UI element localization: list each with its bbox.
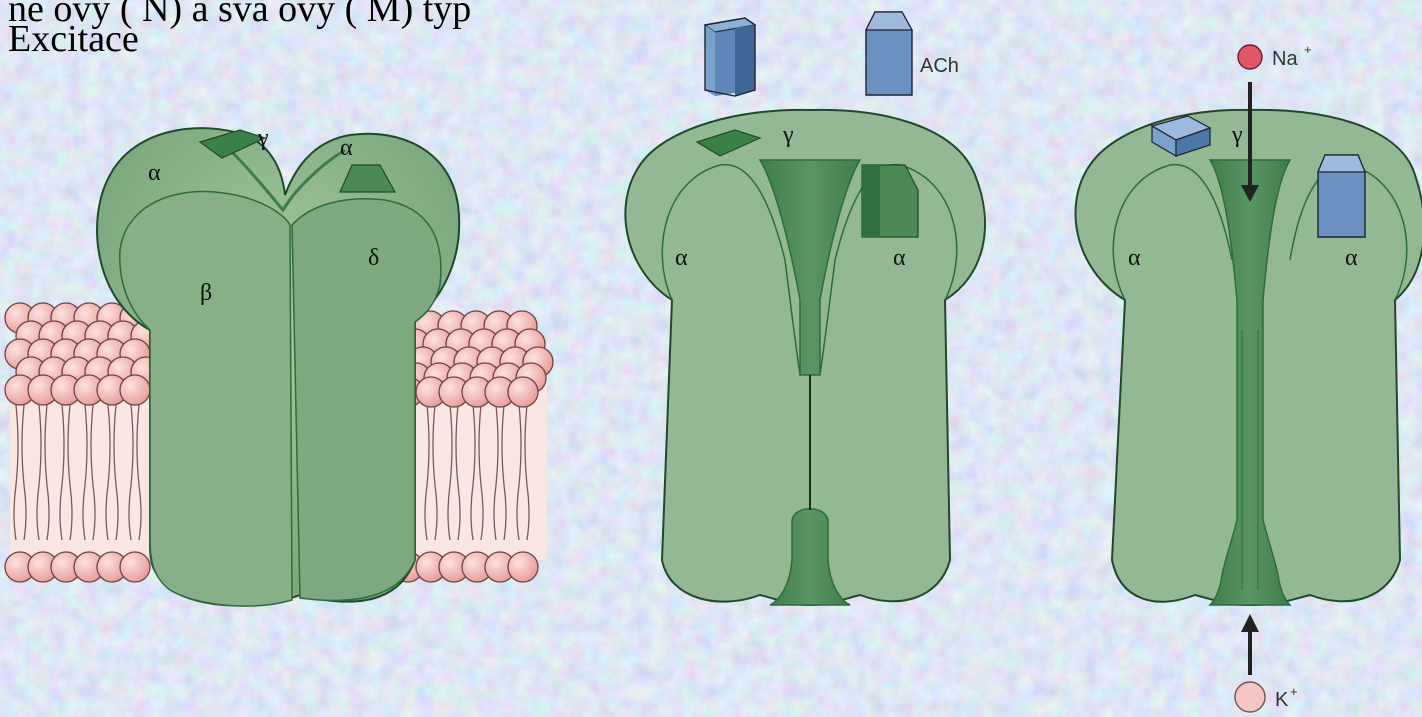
label-alpha-right: α — [340, 135, 353, 161]
lipid-head — [508, 377, 538, 407]
label-gamma-open: γ — [1231, 122, 1243, 148]
label-alpha-left-bound: α — [675, 245, 688, 271]
membrane-left — [5, 303, 161, 582]
label-alpha-left: α — [148, 160, 161, 186]
lipid-head — [508, 552, 538, 582]
label-gamma-bound: γ — [782, 122, 794, 148]
label-gamma: γ — [257, 125, 269, 151]
ach-molecule-left — [705, 18, 755, 96]
potassium-outflow-arrow — [1241, 614, 1259, 675]
label-beta: β — [200, 280, 212, 306]
receptor-bound: ACh γ α α — [625, 12, 985, 605]
label-alpha-left-open: α — [1128, 245, 1141, 271]
label-na-charge: + — [1304, 42, 1312, 57]
ach-bound-right — [1318, 155, 1365, 237]
label-delta: δ — [368, 245, 379, 271]
receptor-open: Na + γ α α — [1075, 42, 1422, 712]
label-alpha-right-bound: α — [893, 245, 906, 271]
potassium-ion — [1235, 682, 1265, 712]
label-alpha-right-open: α — [1345, 245, 1358, 271]
lipid-head — [120, 375, 150, 405]
sodium-ion — [1238, 45, 1262, 69]
label-na: Na — [1272, 48, 1298, 70]
label-ach: ACh — [920, 55, 959, 77]
ach-molecule-right — [866, 12, 912, 95]
lipid-head — [120, 552, 150, 582]
receptor-closed: γ α α β δ — [5, 125, 553, 606]
label-k: K — [1275, 689, 1289, 711]
label-k-charge: + — [1290, 684, 1298, 699]
